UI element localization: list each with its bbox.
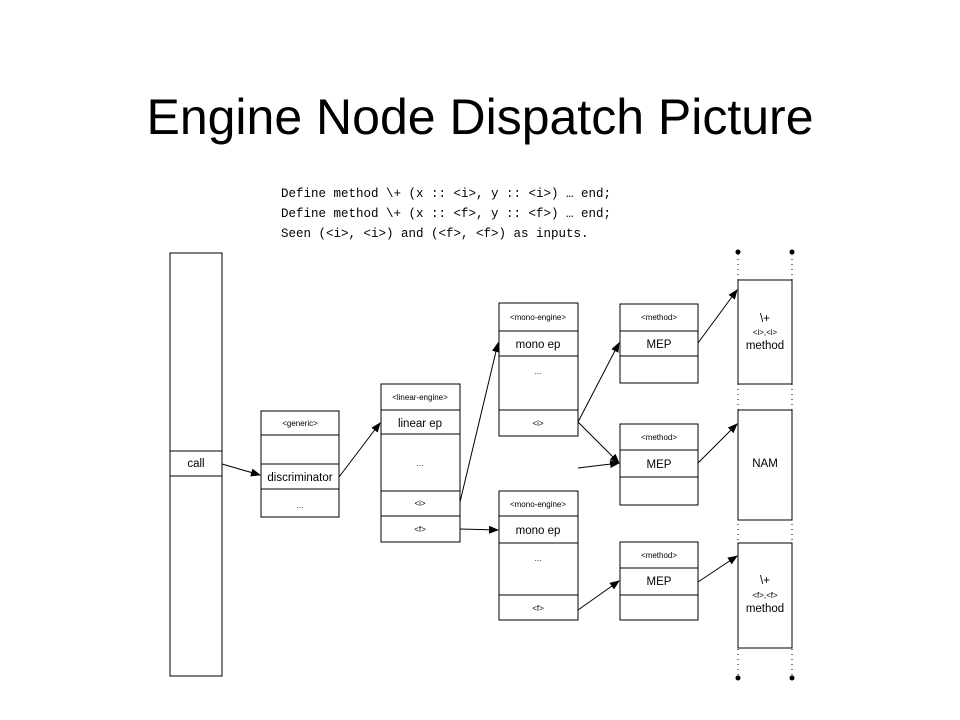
- guide-handle: [789, 249, 795, 255]
- mono-i-key: <i>: [532, 419, 543, 428]
- target-method-f: \+ <f>,<f> method: [737, 542, 793, 649]
- method-1-ep: MEP: [647, 339, 672, 351]
- mono-ep-i-label: mono ep: [516, 339, 561, 351]
- arrow-mono-i-to-method-1: [577, 342, 620, 423]
- linear-engine-header: <linear-engine>: [392, 393, 448, 402]
- code-line: Define method \+ (x :: <i>, y :: <i>) … …: [281, 187, 612, 201]
- target-1-types: <i>,<i>: [753, 328, 778, 337]
- guide-handle: [789, 675, 795, 681]
- method-2-header: <method>: [641, 433, 677, 442]
- guide-handle: [735, 249, 741, 255]
- method-2-ep: MEP: [647, 459, 672, 471]
- arrow-linear-to-mono-i: [459, 342, 500, 503]
- linear-engine-node: <linear-engine> linear ep ... <i> <f>: [380, 383, 461, 543]
- arrow-mono-f-to-method-3: [577, 580, 620, 611]
- generic-ellipsis: ...: [297, 501, 304, 510]
- arrow-linear-to-mono-f: [459, 525, 499, 534]
- discriminator-label: discriminator: [267, 472, 332, 484]
- linear-key-i: <i>: [414, 499, 425, 508]
- linear-key-f: <f>: [414, 525, 426, 534]
- mono-engine-i-node: <mono-engine> mono ep ... <i>: [498, 302, 579, 437]
- arrow-method-3-to-target: [697, 555, 738, 583]
- arrow-call-to-generic: [221, 463, 261, 477]
- method-1-header: <method>: [641, 313, 677, 322]
- target-method-i: \+ <i>,<i> method: [737, 279, 793, 385]
- mono-f-key: <f>: [532, 604, 544, 613]
- target-3-types: <f>,<f>: [752, 591, 778, 600]
- method-node-2: <method> MEP: [619, 423, 699, 506]
- target-3-kind: method: [746, 603, 784, 615]
- linear-ellipsis: ...: [417, 459, 424, 468]
- generic-header: <generic>: [282, 419, 318, 428]
- arrow-method-1-to-target: [697, 289, 738, 344]
- method-3-header: <method>: [641, 551, 677, 560]
- mono-ep-f-label: mono ep: [516, 525, 561, 537]
- code-block: Define method \+ (x :: <i>, y :: <i>) … …: [281, 184, 611, 244]
- code-line: Seen (<i>, <i>) and (<f>, <f>) as inputs…: [281, 227, 589, 241]
- mono-engine-f-header: <mono-engine>: [510, 500, 566, 509]
- mono-engine-i-header: <mono-engine>: [510, 313, 566, 322]
- target-1-kind: method: [746, 340, 784, 352]
- arrow-mono-i-to-method-2: [577, 421, 620, 464]
- mono-f-ellipsis: ...: [535, 554, 542, 563]
- call-stack: call: [169, 252, 223, 677]
- target-3-name: \+: [760, 575, 770, 587]
- target-2-label: NAM: [752, 458, 778, 470]
- slide-title: Engine Node Dispatch Picture: [146, 89, 814, 145]
- mono-engine-f-node: <mono-engine> mono ep ... <f>: [498, 490, 579, 621]
- target-nam: NAM: [737, 409, 793, 521]
- method-3-ep: MEP: [647, 576, 672, 588]
- method-node-1: <method> MEP: [619, 303, 699, 384]
- code-line: Define method \+ (x :: <f>, y :: <f>) … …: [281, 207, 612, 221]
- arrow-mono-f-header-to-method-2: [577, 460, 620, 469]
- dispatch-arrows: [221, 289, 738, 611]
- call-label: call: [187, 458, 204, 470]
- mono-i-ellipsis: ...: [535, 367, 542, 376]
- method-node-3: <method> MEP: [619, 541, 699, 621]
- linear-ep-label: linear ep: [398, 418, 442, 430]
- generic-node: <generic> discriminator ...: [260, 410, 340, 518]
- target-1-name: \+: [760, 313, 770, 325]
- arrow-generic-to-linear: [338, 422, 381, 478]
- arrow-method-2-to-nam: [697, 423, 738, 464]
- guide-handle: [735, 675, 741, 681]
